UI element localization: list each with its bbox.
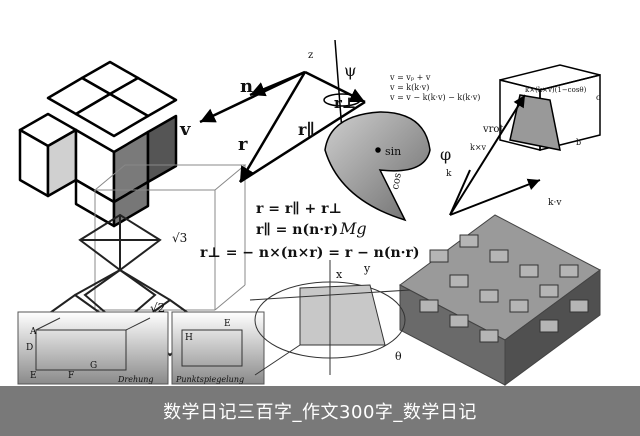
label-kv: k·v <box>548 198 562 208</box>
angle-diagram <box>249 260 411 376</box>
label-r-perp: r⊥ <box>334 94 356 112</box>
label-x: x <box>336 268 343 281</box>
voxel-block <box>399 214 601 386</box>
label-sqrt3: √3 <box>172 231 187 245</box>
caption-bar: 数学日记三百字_作文300字_数学日记 <box>0 386 640 436</box>
drehung-label: Drehung <box>117 375 154 384</box>
label-k: k <box>446 169 452 179</box>
label-r: r <box>238 134 248 155</box>
label-phi: φ <box>440 145 451 164</box>
vector-k-arrows <box>449 94 541 216</box>
vector-eq-1: v = vₚ + v <box>389 73 431 82</box>
vector-eq-2: v = k(k·v) <box>389 83 429 92</box>
label-cos: cos <box>390 172 404 190</box>
punktspiegelung-label: Punktspiegelung <box>175 375 244 384</box>
spherical-wedge <box>324 111 431 222</box>
label-h: H <box>185 333 193 343</box>
label-d: D <box>26 343 33 353</box>
dim-c: c <box>596 93 601 102</box>
label-n: n <box>240 76 253 97</box>
label-psi: ψ <box>344 61 357 80</box>
caption-text: 数学日记三百字_作文300字_数学日记 <box>163 402 477 423</box>
label-kxv: k×v <box>470 143 487 152</box>
equation-2: r∥ = n(n·r) <box>256 222 338 238</box>
panel-drehung: A D E F G Drehung <box>17 311 169 385</box>
panel-punktspiegelung: H E Punktspiegelung <box>171 311 265 385</box>
rotation-cube <box>499 64 601 151</box>
vector-eq-3: v = v − k(k·v) − k(k·v) <box>389 93 480 102</box>
label-e: E <box>30 371 37 381</box>
label-theta: θ <box>395 350 402 363</box>
label-g: G <box>90 361 97 371</box>
cross-block-shape <box>18 60 178 228</box>
label-r-parallel: r∥ <box>298 120 315 139</box>
label-vrot: vrot <box>482 124 503 135</box>
label-z: z <box>308 50 313 61</box>
label-y: y <box>363 262 371 275</box>
label-a: A <box>29 327 37 337</box>
equation-3: r⊥ = − n×(n×r) = r − n(n·r) <box>200 245 420 261</box>
equation-1: r = r∥ + r⊥ <box>256 201 342 217</box>
label-mg: Mg <box>339 219 367 238</box>
dim-b: b <box>576 138 581 147</box>
label-e2: E <box>224 319 231 329</box>
label-sin: sin <box>385 145 401 158</box>
vector-diagram <box>199 70 366 184</box>
label-sqrt2: √2 <box>150 301 165 315</box>
rotation-label: k×(k×v)(1−cosθ) <box>525 86 587 94</box>
math-collage: A D E F G Drehung H E Punktspiegelung <box>17 39 601 386</box>
label-f: F <box>68 371 74 381</box>
label-v: v <box>179 119 191 140</box>
